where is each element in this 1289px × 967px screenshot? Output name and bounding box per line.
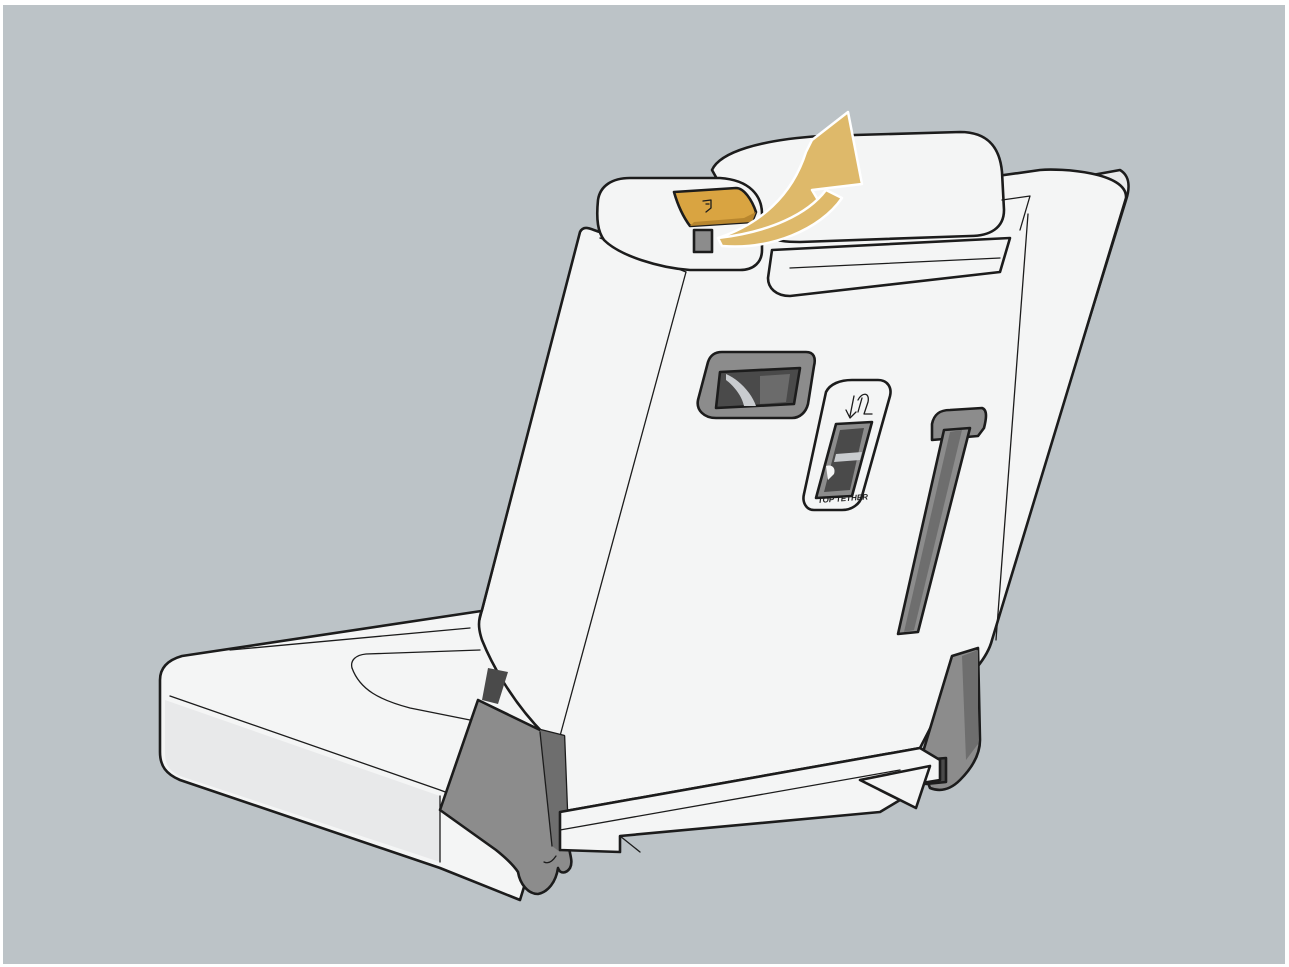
pass-through-slot bbox=[698, 352, 815, 418]
diagram-frame: TOP TETHER bbox=[3, 5, 1285, 964]
